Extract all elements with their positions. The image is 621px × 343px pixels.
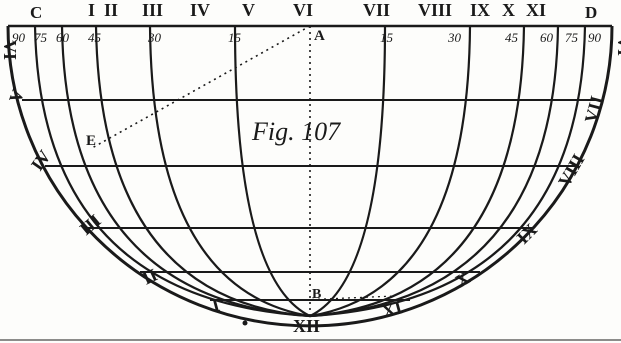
left-hour-label: III	[76, 210, 105, 239]
figure-caption: Fig. 107	[251, 117, 341, 146]
top-hour-label: XI	[526, 0, 546, 20]
top-hour-label: II	[104, 0, 118, 20]
degree-mark: 75	[565, 30, 579, 45]
point-c-label: C	[30, 3, 42, 22]
degree-mark: 60	[540, 30, 554, 45]
outer-semicircle	[6, 25, 614, 328]
degree-mark: 75	[34, 30, 48, 45]
left-hour-label: VI	[0, 40, 20, 60]
dotted-line-b	[299, 295, 396, 301]
top-hour-label: IX	[470, 0, 490, 20]
degree-mark: 90	[588, 30, 602, 45]
ink-dot	[242, 320, 248, 326]
right-hour-label: VII	[581, 94, 607, 125]
top-hour-label: IV	[190, 0, 210, 20]
left-hour-label: IV	[27, 146, 55, 174]
top-hour-label: III	[142, 0, 163, 20]
left-hour-label: V	[5, 86, 28, 105]
top-hour-label: VI	[293, 0, 313, 20]
top-hour-label: VIII	[418, 0, 452, 20]
degree-mark: 90	[12, 30, 26, 45]
top-hour-label: X	[502, 0, 515, 20]
degree-mark: 30	[447, 30, 462, 45]
degree-mark: 15	[380, 30, 394, 45]
degree-mark: 15	[228, 30, 242, 45]
degree-mark: 30	[147, 30, 162, 45]
degree-mark: 45	[88, 30, 102, 45]
top-hour-label: VII	[363, 0, 390, 20]
left-hour-label: I	[210, 295, 222, 316]
degree-mark: 60	[56, 30, 70, 45]
meridian-curves	[33, 25, 587, 318]
bottom-hour-label: XII	[293, 316, 320, 336]
degree-mark: 45	[505, 30, 519, 45]
point-e-label: E	[86, 133, 96, 149]
top-hour-label: V	[242, 0, 255, 20]
top-hour-label: I	[88, 0, 95, 20]
point-b-label: B	[312, 287, 321, 302]
point-d-label: D	[585, 3, 597, 22]
point-a-label: A	[314, 28, 325, 44]
right-hour-label: VI	[614, 36, 621, 56]
